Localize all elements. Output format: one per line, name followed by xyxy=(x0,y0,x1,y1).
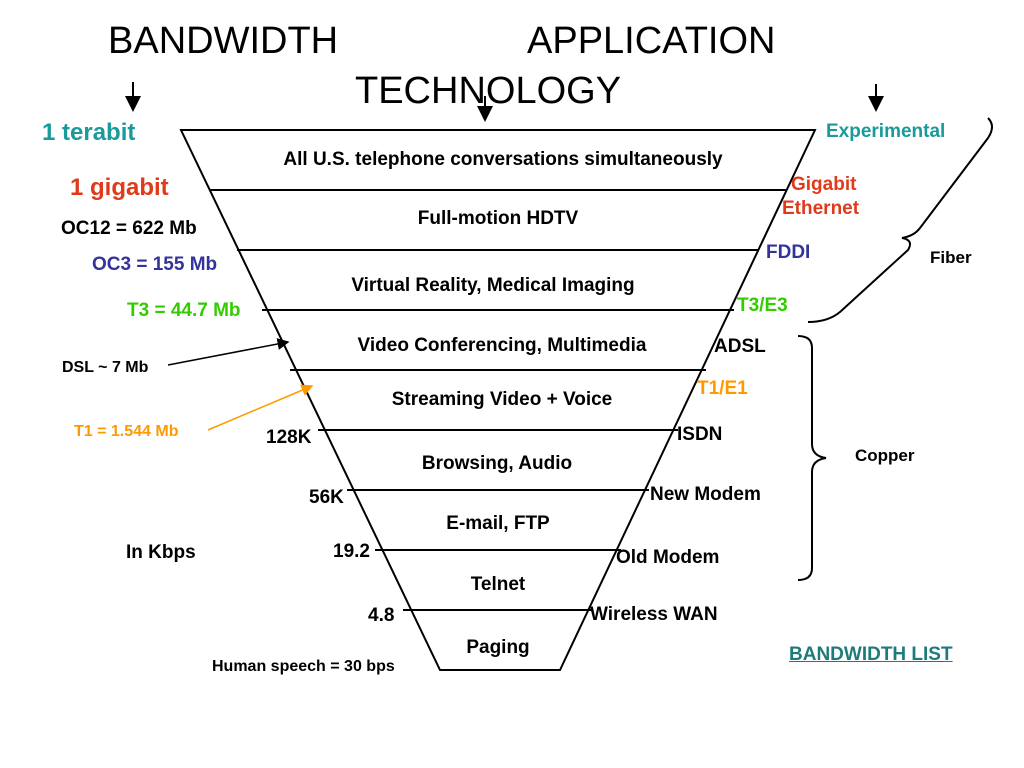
label-terabit: 1 terabit xyxy=(42,119,136,146)
layer-hdtv: Full-motion HDTV xyxy=(417,208,579,229)
layer-video-conferencing: Video Conferencing, Multimedia xyxy=(357,335,647,356)
bandwidth-list-link[interactable]: BANDWIDTH LIST xyxy=(789,644,953,665)
layer-telephone: All U.S. telephone conversations simulta… xyxy=(283,149,723,170)
dsl-arrow xyxy=(167,338,290,366)
label-fiber: Fiber xyxy=(930,248,972,267)
label-human-speech: Human speech = 30 bps xyxy=(212,658,395,675)
layer-paging: Paging xyxy=(466,637,530,658)
label-gigabit-ethernet-line1: Gigabit xyxy=(791,174,857,195)
label-gigabit: 1 gigabit xyxy=(70,174,169,201)
label-old-modem: Old Modem xyxy=(616,547,720,568)
title-technology: TECHNOLOGY xyxy=(355,70,622,112)
t1-arrow xyxy=(207,384,314,431)
label-oc12: OC12 = 622 Mb xyxy=(61,218,197,239)
layer-email: E-mail, FTP xyxy=(446,513,550,534)
label-t1e1: T1/E1 xyxy=(697,378,748,399)
layer-streaming: Streaming Video + Voice xyxy=(391,389,613,410)
label-copper: Copper xyxy=(855,446,915,465)
layer-telnet: Telnet xyxy=(470,574,526,595)
label-gigabit-ethernet-line2: Ethernet xyxy=(782,198,860,219)
label-adsl: ADSL xyxy=(714,336,766,357)
label-128k: 128K xyxy=(266,427,312,448)
label-4-8: 4.8 xyxy=(368,605,395,626)
label-56k: 56K xyxy=(309,487,344,508)
label-t3: T3 = 44.7 Mb xyxy=(127,300,241,321)
label-t3e3: T3/E3 xyxy=(737,295,788,316)
label-t1: T1 = 1.544 Mb xyxy=(74,423,179,440)
label-dsl: DSL ~ 7 Mb xyxy=(62,359,149,376)
fiber-brace xyxy=(807,117,993,323)
label-new-modem: New Modem xyxy=(650,484,761,505)
layer-dividers xyxy=(209,189,787,611)
label-in-kbps: In Kbps xyxy=(126,542,196,563)
label-fddi: FDDI xyxy=(766,242,811,263)
label-experimental: Experimental xyxy=(826,121,946,142)
copper-brace xyxy=(797,335,827,581)
layer-virtual-reality: Virtual Reality, Medical Imaging xyxy=(351,275,635,296)
title-bandwidth: BANDWIDTH xyxy=(108,20,339,62)
layer-browsing: Browsing, Audio xyxy=(421,453,573,474)
label-isdn: ISDN xyxy=(677,424,723,445)
label-oc3: OC3 = 155 Mb xyxy=(92,254,218,275)
label-19-2: 19.2 xyxy=(333,541,370,562)
title-application: APPLICATION xyxy=(527,20,776,62)
label-wireless-wan: Wireless WAN xyxy=(590,604,718,625)
